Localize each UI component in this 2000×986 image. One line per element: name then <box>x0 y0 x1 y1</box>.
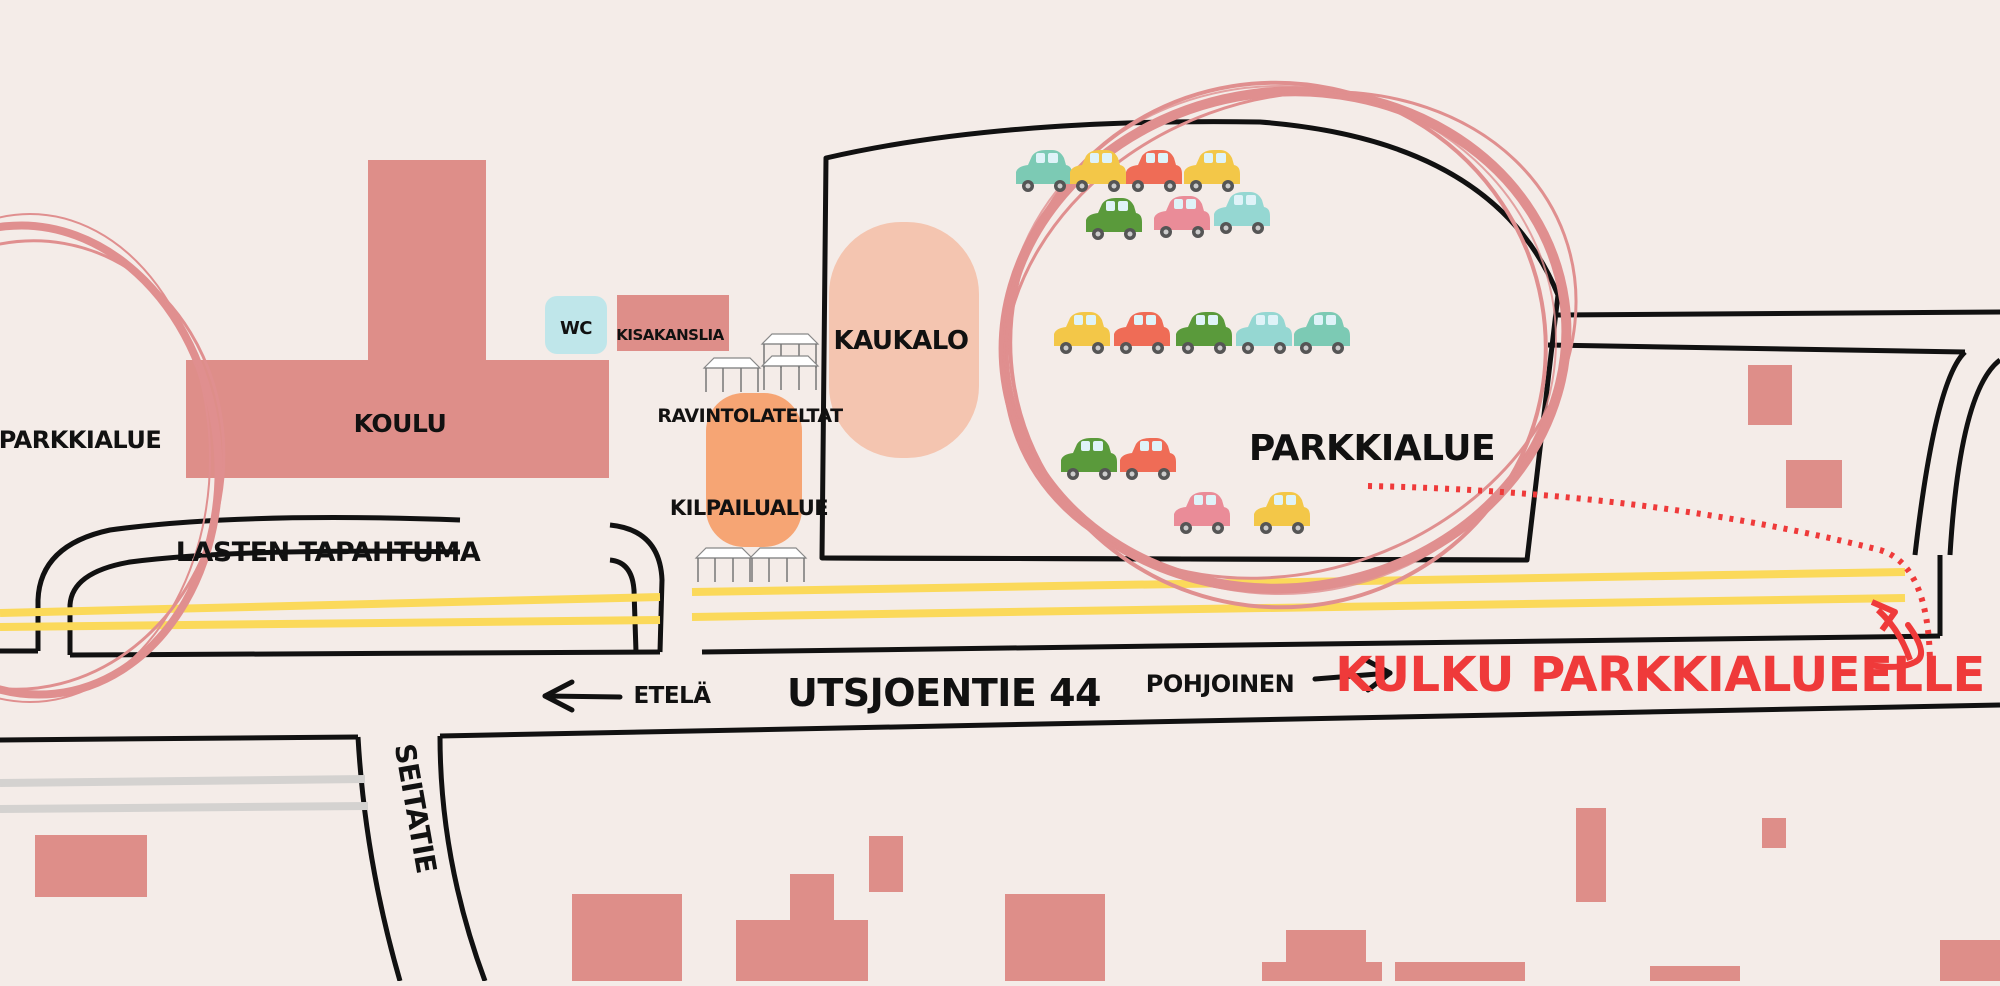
school-building <box>186 160 609 478</box>
wc-building <box>545 296 607 354</box>
office-label: KISAKANSLIA <box>616 326 724 344</box>
road-center-lines <box>0 568 1906 631</box>
road-main-label: UTSJOENTIE 44 <box>787 671 1101 715</box>
car-icon <box>1086 198 1142 240</box>
parking-main-label: PARKKIALUE <box>1249 428 1495 469</box>
car-icon <box>1236 312 1292 354</box>
car-icon <box>1176 312 1232 354</box>
school-label: KOULU <box>354 409 447 438</box>
car-icon <box>1174 492 1230 534</box>
car-icon <box>1114 312 1170 354</box>
tent-icon <box>749 547 807 583</box>
tent-icon <box>703 357 761 393</box>
restaurant-tents-label: RAVINTOLATELTAT <box>657 405 843 427</box>
kids-event-label: LASTEN TAPAHTUMA <box>176 537 481 568</box>
wc-label: WC <box>560 318 592 339</box>
competition-area <box>706 393 802 547</box>
background-buildings <box>35 365 2000 981</box>
car-icon <box>1054 312 1110 354</box>
arrow-left-icon <box>542 679 623 713</box>
car-icon <box>1016 150 1072 192</box>
arrow-right-icon <box>1312 657 1393 693</box>
car-icon <box>1294 312 1350 354</box>
parking-west-label: PARKKIALUE <box>0 426 161 454</box>
north-label: POHJOINEN <box>1146 670 1294 698</box>
office-building <box>617 295 729 351</box>
car-icon <box>1254 492 1310 534</box>
south-label: ETELÄ <box>633 681 711 709</box>
access-route <box>1367 483 1933 669</box>
car-icon <box>1184 150 1240 192</box>
access-label: KULKU PARKKIALUEELLE <box>1335 647 1985 703</box>
car-icon <box>1061 438 1117 480</box>
car-icon <box>1120 438 1176 480</box>
car-icon <box>1070 150 1126 192</box>
car-icon <box>1214 192 1270 234</box>
rink <box>829 222 979 458</box>
west-circle-highlight <box>0 213 226 703</box>
tent-icon <box>695 547 753 583</box>
car-icon <box>1154 196 1210 238</box>
parked-cars <box>1016 150 1350 534</box>
curved-arrow-icon <box>1867 599 1925 670</box>
competition-tents <box>695 547 807 583</box>
tent-icon <box>761 355 819 391</box>
parking-circle-highlight <box>998 80 1578 610</box>
competition-area-label: KILPAILUALUE <box>670 496 828 520</box>
side-road-label: SEITATIE <box>388 741 443 876</box>
side-road-lines <box>0 775 369 813</box>
car-icon <box>1126 150 1182 192</box>
rink-label: KAUKALO <box>833 326 968 356</box>
roads <box>0 119 2000 982</box>
